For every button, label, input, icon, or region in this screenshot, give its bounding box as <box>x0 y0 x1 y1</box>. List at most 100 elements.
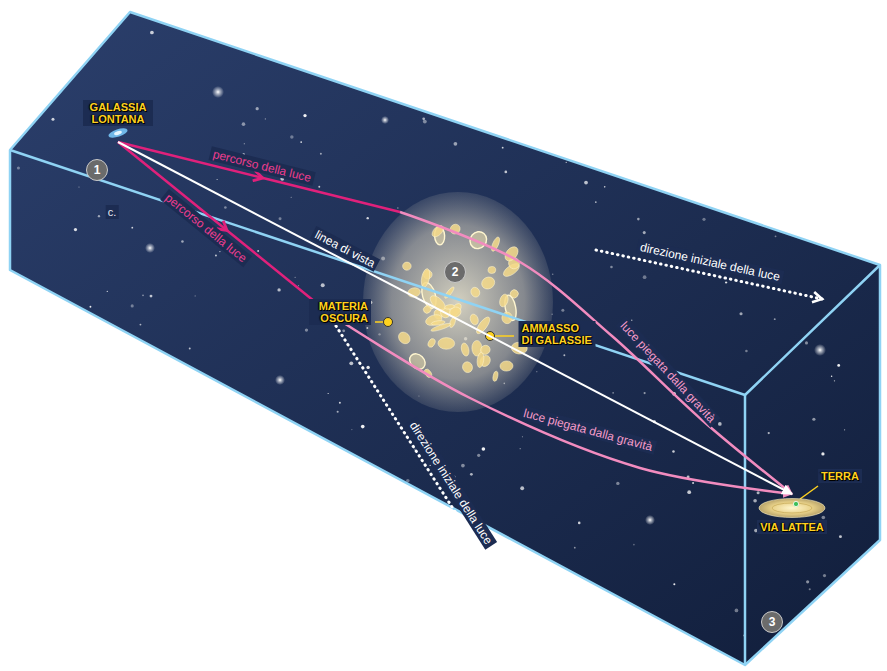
star <box>692 482 694 484</box>
galaxy-icon <box>756 496 828 520</box>
star <box>566 162 567 163</box>
leader-line <box>494 335 514 337</box>
star <box>520 486 524 490</box>
star <box>702 218 705 221</box>
star <box>552 273 554 275</box>
callout-number: 3 <box>761 611 783 633</box>
star <box>131 227 133 229</box>
star <box>644 392 646 394</box>
star <box>844 429 845 430</box>
star <box>673 583 675 585</box>
star <box>303 114 306 117</box>
star <box>98 215 100 217</box>
star <box>140 324 142 326</box>
cluster-galaxy <box>438 338 455 350</box>
star <box>320 153 322 155</box>
star <box>809 588 811 590</box>
star <box>265 118 266 119</box>
callout-number: 1 <box>86 159 108 181</box>
star <box>821 452 824 455</box>
star <box>643 231 646 234</box>
cluster-galaxy <box>476 352 484 368</box>
star <box>834 380 835 381</box>
star <box>318 186 320 188</box>
star <box>367 217 369 219</box>
star <box>610 266 613 269</box>
star <box>74 228 77 231</box>
cluster-galaxy <box>444 304 454 309</box>
cluster-galaxy <box>500 361 513 372</box>
star <box>616 482 619 485</box>
box-edge <box>744 395 747 665</box>
star <box>477 454 480 457</box>
star <box>805 341 808 344</box>
star <box>275 375 285 385</box>
star <box>595 201 597 203</box>
star <box>822 516 826 520</box>
star <box>290 135 293 138</box>
star <box>194 295 195 296</box>
star <box>693 178 707 192</box>
star <box>242 122 246 126</box>
light-path <box>118 142 792 494</box>
cluster-galaxy <box>431 320 445 326</box>
leader-line <box>375 321 384 323</box>
cluster-galaxy <box>467 228 490 252</box>
star <box>279 217 282 220</box>
cluster-galaxy <box>469 286 481 299</box>
star <box>150 295 153 298</box>
star <box>482 447 486 451</box>
star <box>298 285 299 286</box>
star <box>142 294 144 296</box>
star <box>757 491 760 494</box>
cluster-galaxy <box>461 360 474 373</box>
star <box>637 218 640 221</box>
node-label: VIA LATTEA <box>757 520 827 534</box>
star <box>643 275 647 279</box>
callout-number: 2 <box>444 261 466 283</box>
star <box>605 595 615 605</box>
star <box>381 116 389 124</box>
galaxy-disc <box>107 126 128 139</box>
cluster-galaxy <box>488 266 496 273</box>
star <box>277 288 280 291</box>
star <box>774 318 776 320</box>
star <box>574 547 576 549</box>
star <box>461 464 465 468</box>
box-edge <box>10 150 880 395</box>
earth-dot <box>793 501 798 506</box>
cluster-galaxy <box>402 262 411 270</box>
galaxy-disc <box>759 499 825 518</box>
star <box>215 254 217 256</box>
sight-line <box>118 142 792 494</box>
star <box>423 120 427 124</box>
galaxy-arm <box>772 503 812 513</box>
part-label: TERRA <box>818 469 862 483</box>
star <box>349 361 353 365</box>
box-outline <box>10 12 880 665</box>
box-edges <box>10 12 880 665</box>
star <box>342 329 345 332</box>
cluster-galaxy <box>420 268 431 288</box>
star <box>522 436 523 437</box>
star <box>78 186 79 187</box>
star <box>366 366 369 369</box>
leader-line <box>800 486 818 499</box>
star <box>604 186 606 188</box>
distant-galaxy: GALASSIA LONTANA <box>81 98 155 142</box>
line-of-sight <box>118 142 792 494</box>
galaxy-icon <box>103 126 133 140</box>
star <box>735 609 739 613</box>
star <box>536 371 537 372</box>
star <box>631 320 633 322</box>
star <box>351 429 352 430</box>
star <box>561 309 564 312</box>
star <box>321 283 325 287</box>
star <box>150 31 154 35</box>
star <box>224 206 227 209</box>
star <box>131 304 134 307</box>
star <box>584 181 588 185</box>
star <box>217 179 218 180</box>
star <box>212 86 224 98</box>
star <box>90 306 92 308</box>
